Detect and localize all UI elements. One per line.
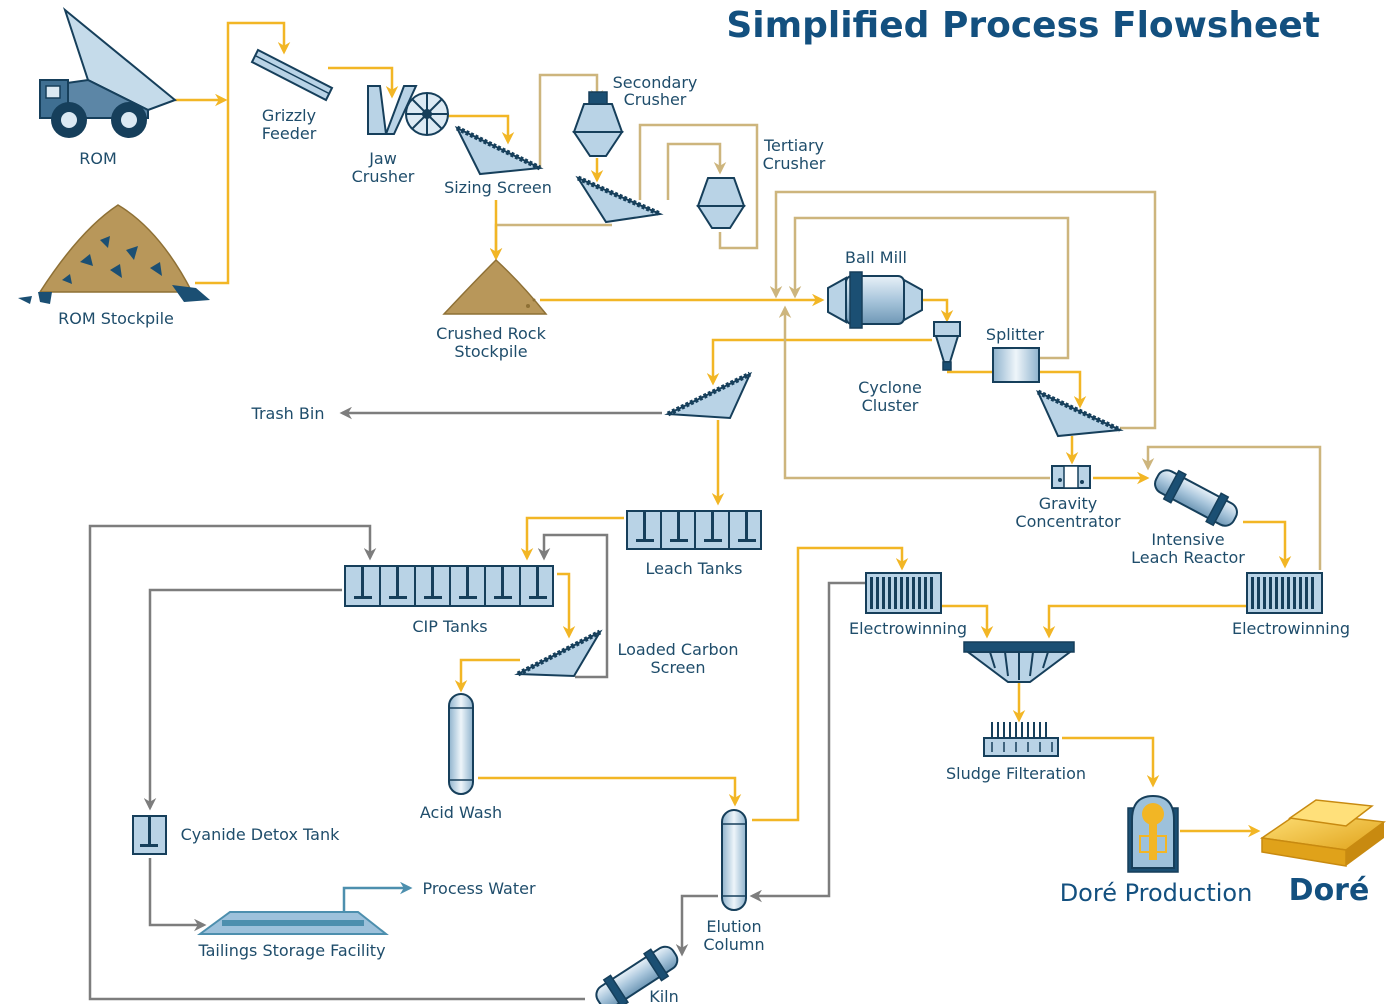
acid-wash-column-icon [448, 693, 474, 795]
intensive-leach-reactor-label-2: Leach Reactor [1131, 548, 1245, 567]
process-water-label: Process Water [422, 879, 536, 898]
leach-tanks-icon [626, 510, 762, 550]
tertiary-screen-icon [575, 175, 664, 224]
electrowinning-left-label: Electrowinning [849, 619, 967, 638]
crushed-rock-stockpile-label-1: Crushed Rock [436, 324, 546, 343]
sizing-screen-label: Sizing Screen [444, 178, 552, 197]
cyclone-cluster-label-2: Cluster [862, 396, 919, 415]
acid-wash-label: Acid Wash [420, 803, 502, 822]
secondary-crusher-label-1: Secondary [613, 73, 698, 92]
leach-tanks-label: Leach Tanks [646, 559, 743, 578]
elution-column-label-1: Elution [706, 917, 761, 936]
kiln-icon [595, 945, 679, 1004]
dore-production-label: Doré Production [1060, 879, 1253, 907]
loaded-carbon-screen-icon [514, 629, 603, 678]
splitter-label: Splitter [986, 325, 1045, 344]
rom-stockpile-icon [18, 204, 210, 304]
rom-label: ROM [79, 149, 117, 168]
intensive-leach-reactor-label-1: Intensive [1151, 530, 1224, 549]
cyanide-detox-tank-label: Cyanide Detox Tank [181, 825, 340, 844]
haul-truck-icon [39, 7, 177, 138]
loaded-carbon-screen-label-1: Loaded Carbon [617, 640, 738, 659]
gravity-concentrator-label-1: Gravity [1039, 494, 1097, 513]
loaded-carbon-screen-label-2: Screen [650, 658, 705, 677]
intensive-leach-reactor-icon [1154, 469, 1238, 527]
elution-column-label-2: Column [703, 935, 764, 954]
crushed-rock-stockpile-icon [442, 258, 548, 315]
secondary-crusher-icon [572, 91, 624, 157]
tertiary-crusher-label-2: Crusher [763, 154, 826, 173]
trash-bin-label: Trash Bin [251, 404, 325, 423]
jaw-crusher-label-2: Crusher [352, 167, 415, 186]
sizing-screen-icon [454, 125, 544, 176]
sludge-filter-icon [983, 722, 1059, 757]
tertiary-crusher-label-1: Tertiary [763, 136, 824, 155]
grizzly-feeder-label-1: Grizzly [262, 106, 316, 125]
grizzly-feeder-label-2: Feeder [262, 124, 317, 143]
dore-furnace-icon [1127, 794, 1179, 873]
tertiary-crusher-icon [696, 177, 746, 229]
jaw-crusher-label-1: Jaw [368, 149, 397, 168]
cyclone-cluster-icon [933, 321, 961, 371]
cip-tanks-icon [344, 565, 554, 607]
electrowinning-right-icon [1246, 572, 1323, 614]
crushed-rock-stockpile-label-2: Stockpile [454, 342, 527, 361]
jaw-crusher-icon [367, 85, 449, 136]
gravity-concentrator-icon [1051, 465, 1091, 489]
grizzly-feeder-icon [250, 48, 334, 102]
gold-bars-icon [1259, 799, 1386, 867]
cyclone-cluster-label-1: Cyclone [858, 378, 922, 397]
rom-stockpile-label: ROM Stockpile [58, 309, 174, 328]
kiln-label: Kiln [649, 987, 679, 1004]
electrowinning-left-icon [865, 572, 942, 614]
tailings-storage-facility-label: Tailings Storage Facility [197, 941, 385, 960]
page-title: Simplified Process Flowsheet [726, 5, 1320, 46]
sludge-hopper-icon [963, 641, 1075, 683]
flow-lines [88, 21, 1322, 1001]
splitter-icon [992, 347, 1040, 383]
sludge-filteration-label: Sludge Filteration [946, 764, 1086, 783]
dore-label: Doré [1289, 873, 1370, 908]
gravity-concentrator-label-2: Concentrator [1015, 512, 1121, 531]
secondary-crusher-label-2: Crusher [624, 90, 687, 109]
ball-mill-icon [827, 271, 923, 329]
electrowinning-right-label: Electrowinning [1232, 619, 1350, 638]
tailings-storage-facility-icon [196, 911, 389, 935]
cyanide-detox-tank-icon [132, 815, 167, 855]
ball-mill-label: Ball Mill [845, 248, 907, 267]
gravity-screen-icon [1035, 389, 1124, 438]
cip-tanks-label: CIP Tanks [412, 617, 487, 636]
trash-screen-icon [664, 371, 753, 420]
elution-column-icon [721, 809, 747, 911]
